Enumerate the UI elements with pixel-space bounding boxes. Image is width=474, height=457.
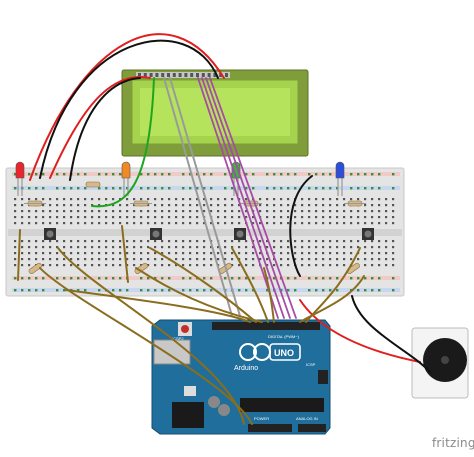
lcd-pin	[184, 73, 188, 77]
wire-gray	[169, 77, 241, 317]
lcd-pin	[201, 73, 205, 77]
wire-red	[29, 33, 225, 181]
lcd-pin	[196, 73, 199, 77]
lcd-pin	[219, 73, 223, 77]
push-button-cap	[152, 230, 160, 238]
lcd-pin	[213, 73, 217, 77]
icsp2-label: ICSP2	[172, 336, 184, 341]
wire-brown	[149, 247, 257, 323]
lcd-pin	[155, 73, 159, 77]
led-orange	[121, 161, 131, 179]
lcd-pin	[178, 73, 182, 77]
icsp-label: ICSP	[306, 362, 316, 367]
lcd-pin	[167, 73, 170, 77]
wire-brown	[65, 289, 251, 323]
lcd-pin	[149, 73, 153, 77]
push-button-cap	[364, 230, 372, 238]
arduino-logo	[239, 343, 301, 361]
wire-brown	[39, 267, 253, 425]
arduino-brand-label: Arduino	[234, 365, 258, 372]
wire-purple	[201, 77, 285, 319]
power-label: POWER	[254, 416, 269, 421]
lcd-pin	[172, 73, 176, 77]
push-button-cap	[236, 230, 244, 238]
wire-brown	[57, 247, 245, 425]
lcd-pin	[138, 73, 141, 77]
led-blue	[335, 161, 345, 179]
lcd-pin	[161, 73, 165, 77]
wire-black	[289, 175, 313, 277]
breadboard	[5, 167, 405, 297]
digital-label: DIGITAL (PWM~)	[268, 334, 300, 339]
lcd-pin	[225, 73, 228, 77]
resistor	[85, 181, 101, 188]
analog-header	[298, 424, 326, 432]
resistor	[134, 262, 148, 274]
wire-brown	[17, 229, 21, 281]
wire-brown	[121, 225, 129, 283]
digital-header	[212, 322, 320, 330]
lcd-display	[121, 69, 309, 157]
breadboard-holes	[14, 173, 395, 292]
lcd-pin	[143, 73, 147, 77]
wire-brown	[231, 247, 269, 323]
wire-red	[49, 75, 151, 179]
wire-black	[69, 77, 141, 181]
power-header	[248, 424, 292, 432]
analog-label: ANALOG IN	[296, 416, 318, 421]
led-red	[15, 161, 25, 179]
wire-black	[351, 295, 431, 373]
wire-brown	[299, 275, 365, 323]
lcd-pin	[207, 73, 211, 77]
power-jack	[172, 402, 204, 428]
wire-green	[91, 77, 155, 208]
fritzing-watermark: fritzing	[432, 436, 474, 450]
resistor	[28, 262, 42, 274]
wire-red	[299, 299, 421, 363]
wire-brown	[135, 267, 263, 323]
lcd-pin	[190, 73, 194, 77]
push-button-cap	[46, 230, 54, 238]
usb-port	[153, 339, 191, 365]
wire-purple	[209, 77, 297, 319]
wire-brown	[263, 267, 275, 323]
mcu-chip	[240, 398, 324, 412]
wires	[17, 33, 431, 425]
arduino-uno-board: Arduino UNO DIGITAL (PWM~) ICSP2 ICSP PO…	[151, 319, 331, 435]
wire-purple	[197, 77, 279, 319]
piezo-buzzer	[411, 327, 469, 399]
wire-black	[39, 39, 219, 179]
lcd-header-pins	[136, 72, 230, 78]
wire-purple	[205, 77, 291, 319]
arduino-model-label: UNO	[274, 348, 294, 358]
wire-gray	[163, 77, 233, 317]
